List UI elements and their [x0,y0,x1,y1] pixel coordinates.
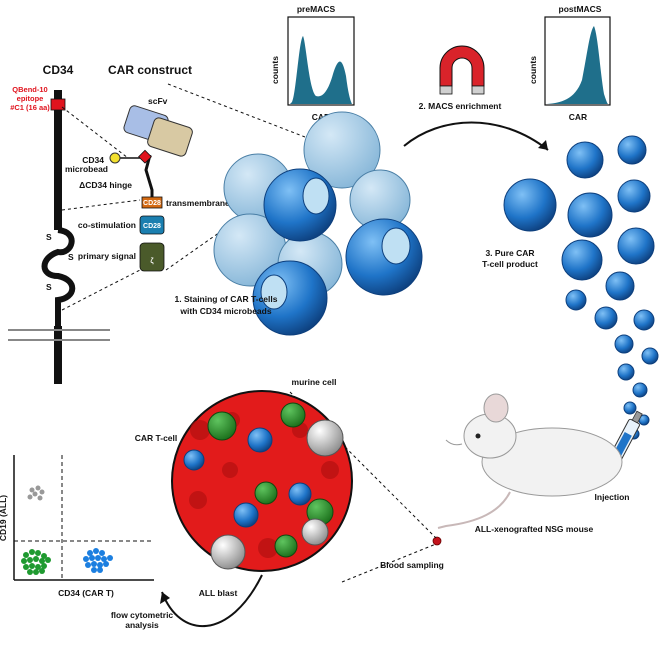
analysis-label-2: analysis [125,620,159,630]
step3-label-2: T-cell product [482,259,538,269]
analysis-arrow-head [160,592,170,604]
post-macs-histogram: postMACS counts CAR [528,4,611,122]
pure-car-cell [567,192,613,238]
flow-murine-population [21,549,51,575]
nucleus [260,274,288,310]
epitope-marker [50,98,66,111]
stained-cell-cluster [213,111,423,336]
cd3-zeta-box [139,242,165,272]
pure-car-cell [641,347,659,365]
transmembrane-label: transmembrane [166,198,230,208]
mouse-illustration [432,393,623,546]
macs-arrow [403,121,549,151]
dash-tm [61,199,141,211]
pure-car-cell [632,382,648,398]
disulfide-s1: S [46,232,52,242]
scfv-domain-heavy [147,117,193,157]
cd28-tm-text: CD28 [143,200,161,207]
dash-signal [61,269,141,311]
post-macs-ylabel: counts [528,56,538,84]
epitope-label-1: QBend-10 [12,85,47,94]
flow-xlabel: CD34 (CAR T) [58,588,114,598]
macs-arrow-head [538,140,548,150]
all-blast-label: ALL blast [199,588,238,598]
hinge-label: ΔCD34 hinge [79,180,132,190]
pure-car-cell [633,309,655,331]
cd34-loops [41,227,76,330]
pure-car-cell [614,334,634,354]
car-epitope-marker [138,149,152,164]
microbead-label-1: CD34 [82,155,104,165]
murine-cell-label: murine cell [292,377,337,387]
cd34-intracellular [54,326,62,384]
microbead-icon [109,152,121,164]
pure-car-cell [594,306,618,330]
post-macs-distribution [547,26,608,104]
blood-sampling-label: Blood sampling [380,560,444,570]
flow-ylabel: CD19 (ALL) [0,495,8,541]
pre-macs-xlabel: CAR [312,112,330,122]
step2-label: 2. MACS enrichment [419,101,502,111]
post-macs-xlabel: CAR [569,112,587,122]
dash-epitope [61,106,129,159]
pre-macs-distribution [290,36,352,104]
disulfide-s2: S [68,252,74,262]
epitope-label-3: #C1 (16 aa) [10,103,50,112]
magnet-icon [439,45,485,95]
epitope-label-2: epitope [17,94,44,103]
injection-label: Injection [595,492,630,502]
analysis-label-1: flow cytometric [111,610,174,620]
step1-label-1: 1. Staining of CAR T-cells [175,294,278,304]
pure-car-product [503,135,659,440]
pre-macs-title: preMACS [297,4,336,14]
blood-drop [432,536,442,546]
cd28-tm-box [141,196,163,209]
cd34-molecule: CD34 S S S QBend-10 epitope #C1 (16 aa) [8,63,110,384]
light-cell [303,111,381,189]
disulfide-s3: S [46,282,52,292]
pure-car-cell [617,363,635,381]
microbead-label-2: microbead [65,164,108,174]
flow-cytometry-plot: CD19 (ALL) CD34 (CAR T) [0,455,154,598]
nucleus [381,227,411,265]
pure-car-cell [623,401,637,415]
nucleus [302,177,330,215]
mouse-label: ALL-xenografted NSG mouse [475,524,594,534]
pure-car-cell [617,135,647,165]
flow-car-tcell-population [83,548,113,573]
dash-blood-top [289,391,437,539]
pure-car-cell [566,141,604,179]
pre-macs-histogram: preMACS counts CAR [270,4,355,122]
pure-car-cell [605,271,635,301]
dash-zoom-top [167,83,306,138]
car-hinge-line [144,154,154,197]
zeta-symbol: ζ [150,258,154,265]
primary-signal-label: primary signal [78,251,136,261]
cd34-extracellular [54,90,62,230]
blue-car-cell [345,218,423,296]
step1-label-2: with CD34 microbeads [179,306,271,316]
analysis-arrow [161,574,263,627]
flow-all-blast-population [27,485,45,501]
pure-car-cell [561,239,603,281]
step3-label-1: 3. Pure CAR [485,248,534,258]
post-macs-title: postMACS [559,4,602,14]
pure-car-cell [617,179,651,213]
costim-label: co-stimulation [78,220,136,230]
scfv-label: scFv [148,96,168,106]
dash-blood-bottom [341,543,437,583]
pre-macs-ylabel: counts [270,56,280,84]
cd28-costim-box [139,215,165,235]
blood-sample-circle [171,390,353,572]
pure-car-cell [617,227,655,265]
pure-car-cell [503,178,557,232]
car-tcell-label: CAR T-cell [135,433,178,443]
cd34-title: CD34 [43,63,74,77]
cd28-costim-text: CD28 [143,223,161,230]
pure-car-cell [565,289,587,311]
car-construct-title: CAR construct [108,63,192,77]
